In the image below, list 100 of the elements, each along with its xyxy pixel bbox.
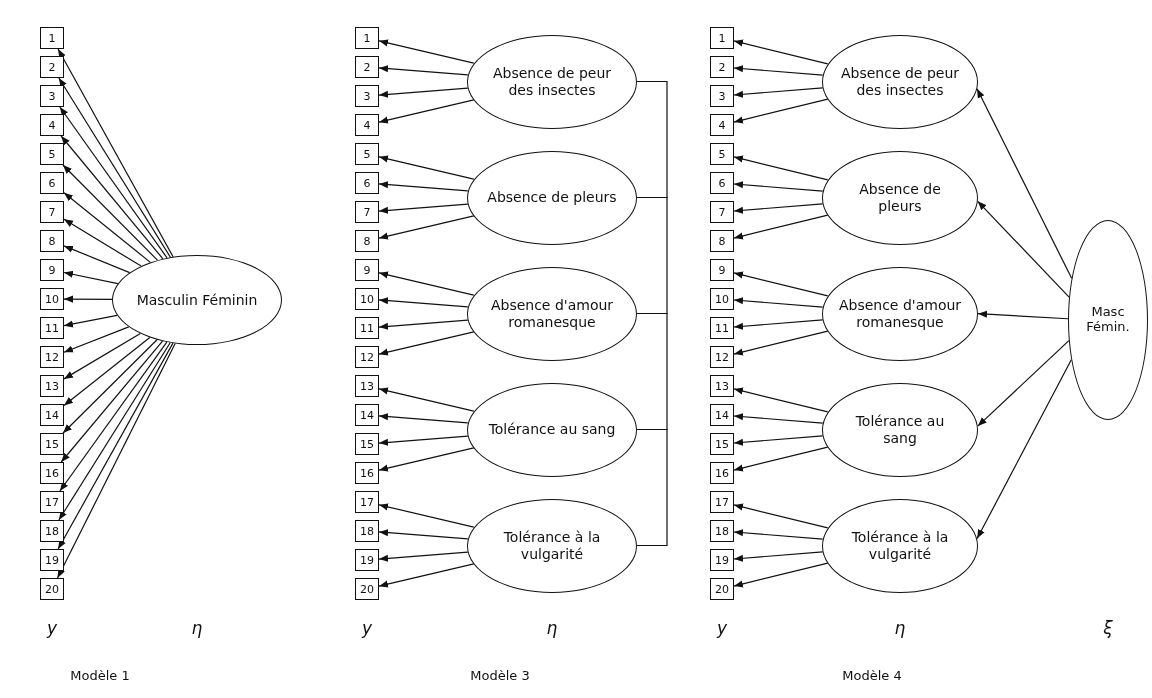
oval-label: Absence de peur des insectes xyxy=(839,65,961,98)
arrow xyxy=(977,340,1070,427)
number-box xyxy=(355,520,379,542)
box-number: 4 xyxy=(363,119,371,131)
arrow xyxy=(62,339,158,434)
number-box xyxy=(40,259,64,281)
box-number: 5 xyxy=(363,148,371,160)
number-box xyxy=(710,520,734,542)
arrow xyxy=(733,214,829,240)
number-box xyxy=(355,549,379,571)
box-number: 16 xyxy=(715,467,729,479)
box-number: 8 xyxy=(48,235,56,247)
number-box xyxy=(710,143,734,165)
number-box xyxy=(40,317,64,339)
number-box xyxy=(40,462,64,484)
arrow xyxy=(378,155,475,180)
box-number: 7 xyxy=(718,206,726,218)
box-number: 17 xyxy=(715,496,729,508)
symbol-label: ξ xyxy=(1103,618,1113,638)
number-box xyxy=(355,201,379,223)
model-title: Modèle 1 xyxy=(70,668,130,683)
arrow xyxy=(733,203,824,214)
box-number: 11 xyxy=(360,322,374,334)
number-box xyxy=(355,491,379,513)
number-box xyxy=(355,259,379,281)
symbol-label: η xyxy=(546,618,558,638)
box-number: 9 xyxy=(718,264,726,276)
arrow xyxy=(733,39,829,65)
box-number: 14 xyxy=(715,409,729,421)
arrow xyxy=(378,563,475,588)
model-title: Modèle 3 xyxy=(470,668,530,683)
box-number: 16 xyxy=(45,467,59,479)
box-number: 20 xyxy=(45,583,59,595)
arrow xyxy=(733,271,829,297)
number-box xyxy=(710,549,734,571)
oval-label: Tolérance à la vulgarité xyxy=(850,529,950,562)
arrow xyxy=(63,326,130,353)
number-box xyxy=(355,85,379,107)
box-number: 2 xyxy=(48,61,56,73)
arrow xyxy=(63,192,151,263)
box-number: 7 xyxy=(48,206,56,218)
arrow xyxy=(58,342,171,521)
arrow xyxy=(60,135,164,260)
box-number: 10 xyxy=(360,293,374,305)
box-number: 18 xyxy=(360,525,374,537)
number-box xyxy=(355,230,379,252)
number-box xyxy=(40,56,64,78)
box-number: 13 xyxy=(715,380,729,392)
arrow xyxy=(733,529,824,540)
box-number: 10 xyxy=(715,293,729,305)
number-box xyxy=(710,317,734,339)
box-number: 15 xyxy=(360,438,374,450)
box-number: 1 xyxy=(48,32,56,44)
connector-line xyxy=(636,428,668,547)
box-number: 19 xyxy=(715,554,729,566)
arrow xyxy=(378,181,469,192)
arrow xyxy=(63,295,113,303)
number-box xyxy=(40,520,64,542)
box-number: 3 xyxy=(48,90,56,102)
number-box xyxy=(40,143,64,165)
arrow xyxy=(976,88,1073,279)
box-number: 20 xyxy=(715,583,729,595)
number-box xyxy=(355,317,379,339)
arrow xyxy=(733,98,829,124)
oval-label: Absence d'amour romanesque xyxy=(837,297,963,330)
number-box xyxy=(710,491,734,513)
number-box xyxy=(710,27,734,49)
arrow xyxy=(733,503,829,529)
number-box xyxy=(355,56,379,78)
box-number: 4 xyxy=(48,119,56,131)
arrow xyxy=(58,77,171,258)
box-number: 15 xyxy=(715,438,729,450)
box-number: 12 xyxy=(360,351,374,363)
box-number: 17 xyxy=(360,496,374,508)
oval-label: Tolérance à la vulgarité xyxy=(502,529,602,562)
box-number: 8 xyxy=(718,235,726,247)
box-number: 3 xyxy=(718,90,726,102)
number-box xyxy=(40,27,64,49)
number-box xyxy=(40,578,64,600)
arrow xyxy=(733,65,824,76)
arrow xyxy=(733,87,824,98)
number-box xyxy=(710,462,734,484)
box-number: 18 xyxy=(45,525,59,537)
connector-line xyxy=(636,196,668,315)
box-number: 1 xyxy=(718,32,726,44)
arrow xyxy=(60,340,164,463)
box-number: 2 xyxy=(718,61,726,73)
oval-label: Masc Fémin. xyxy=(1085,305,1131,335)
number-box xyxy=(355,404,379,426)
box-number: 11 xyxy=(715,322,729,334)
number-box xyxy=(355,143,379,165)
box-number: 11 xyxy=(45,322,59,334)
number-box xyxy=(40,172,64,194)
arrow xyxy=(63,336,151,407)
arrow xyxy=(63,270,119,285)
number-box xyxy=(710,201,734,223)
number-box xyxy=(355,172,379,194)
number-box xyxy=(710,85,734,107)
arrow xyxy=(733,319,824,330)
arrow xyxy=(378,331,475,356)
